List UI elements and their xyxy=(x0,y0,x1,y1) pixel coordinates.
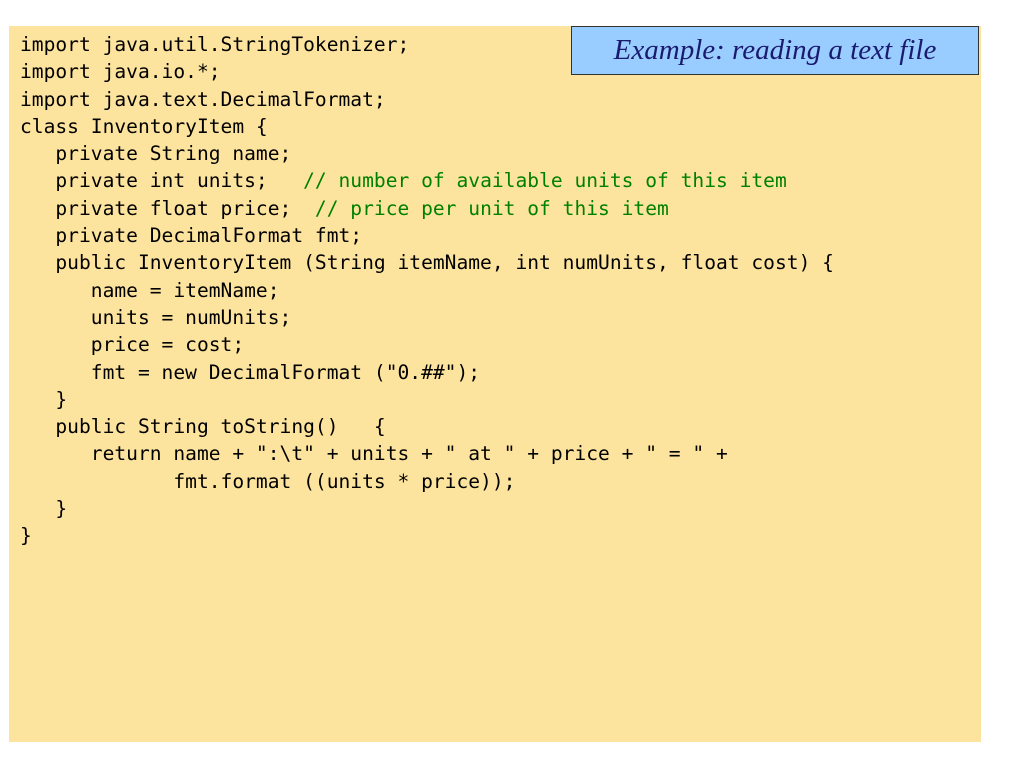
slide-title: Example: reading a text file xyxy=(613,34,937,66)
code-comment: // price per unit of this item xyxy=(314,196,669,220)
code-line: public InventoryItem (String itemName, i… xyxy=(20,249,834,276)
code-text: public InventoryItem (String itemName, i… xyxy=(20,251,834,275)
code-text: import java.util.StringTokenizer; xyxy=(20,33,410,56)
code-text: private int units; xyxy=(20,169,304,193)
code-line: private DecimalFormat fmt; xyxy=(20,222,834,249)
code-line: fmt = new DecimalFormat ("0.##"); xyxy=(20,359,834,386)
code-text: private DecimalFormat fmt; xyxy=(20,224,363,248)
code-text: private String name; xyxy=(20,142,292,166)
code-text: class InventoryItem { xyxy=(20,114,268,138)
code-text: name = itemName; xyxy=(20,278,280,302)
code-line: private float price; // price per unit o… xyxy=(20,195,834,222)
code-text: import java.text.DecimalFormat; xyxy=(20,87,386,111)
code-text: fmt = new DecimalFormat ("0.##"); xyxy=(20,360,481,384)
slide-title-box: Example: reading a text file xyxy=(571,26,979,75)
code-line: } xyxy=(20,495,834,522)
code-line: public String toString() { xyxy=(20,413,834,440)
code-comment: // number of available units of this ite… xyxy=(303,169,787,193)
code-line: units = numUnits; xyxy=(20,304,834,331)
code-text: fmt.format ((units * price)); xyxy=(20,469,516,493)
code-line: import java.text.DecimalFormat; xyxy=(20,86,834,113)
code-text: return name + ":\t" + units + " at " + p… xyxy=(20,442,728,466)
code-line: private int units; // number of availabl… xyxy=(20,167,834,194)
code-text: import java.io.*; xyxy=(20,60,221,84)
code-text: price = cost; xyxy=(20,333,245,357)
code-line: } xyxy=(20,386,834,413)
code-line: class InventoryItem { xyxy=(20,113,834,140)
code-text: public String toString() { xyxy=(20,415,386,439)
code-line: name = itemName; xyxy=(20,277,834,304)
code-text: } xyxy=(20,497,68,521)
code-line: fmt.format ((units * price)); xyxy=(20,468,834,495)
code-text: } xyxy=(20,524,32,548)
code-line: import java.util.StringTokenizer; xyxy=(20,31,834,58)
slide-panel xyxy=(9,26,981,742)
code-line: import java.io.*; xyxy=(20,58,834,85)
code-text: } xyxy=(20,387,68,411)
code-text: private float price; xyxy=(20,196,315,220)
code-line: } xyxy=(20,522,834,549)
code-text: units = numUnits; xyxy=(20,305,292,329)
code-block: import java.util.StringTokenizer; import … xyxy=(20,31,834,550)
code-line: private String name; xyxy=(20,140,834,167)
code-line: price = cost; xyxy=(20,331,834,358)
code-line: return name + ":\t" + units + " at " + p… xyxy=(20,440,834,467)
